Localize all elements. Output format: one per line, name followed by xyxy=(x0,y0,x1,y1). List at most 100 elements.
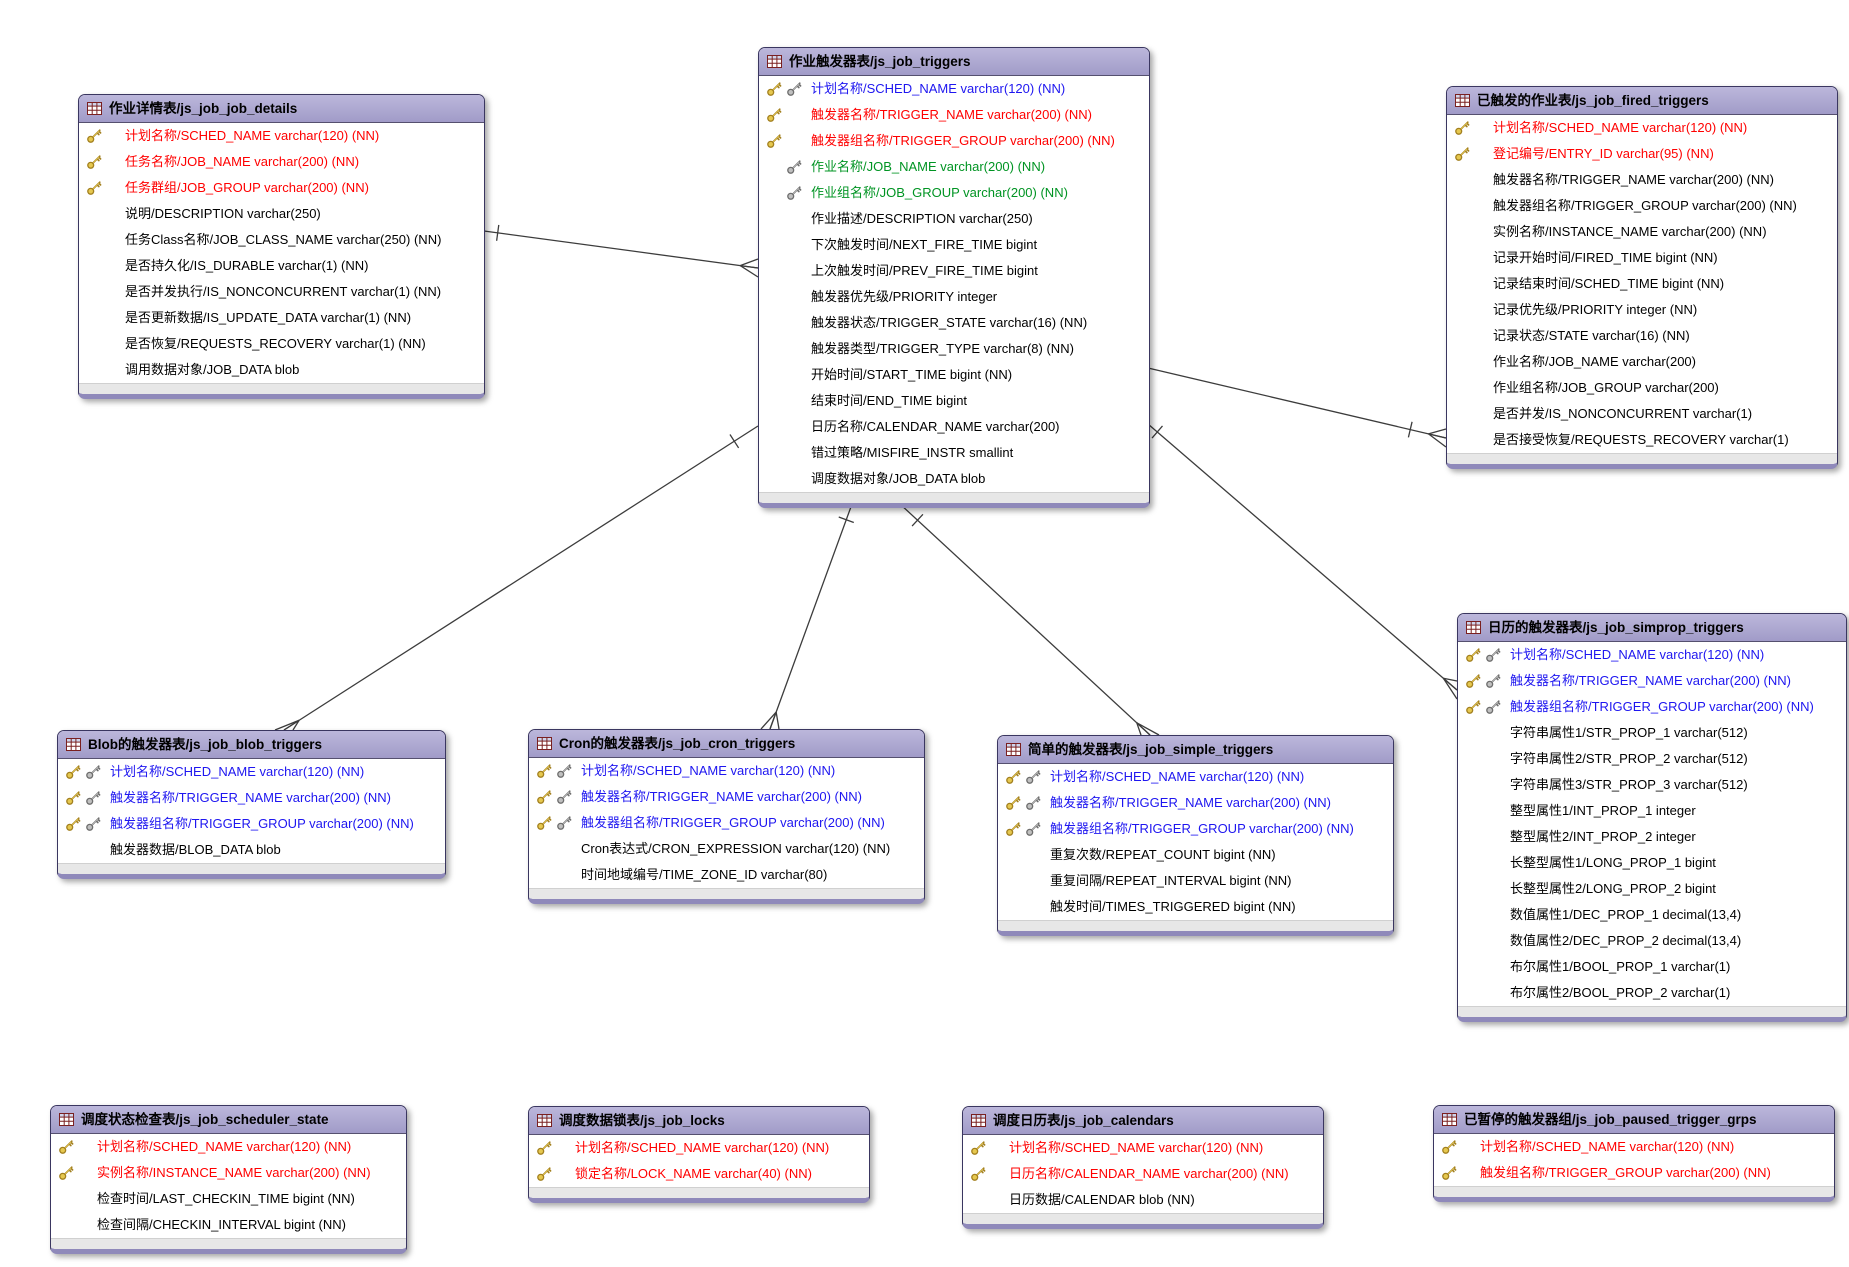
table-field-row[interactable]: 字符串属性2/STR_PROP_2 varchar(512) xyxy=(1458,746,1846,772)
table-field-row[interactable]: 作业描述/DESCRIPTION varchar(250) xyxy=(759,206,1149,232)
table-field-row[interactable]: 实例名称/INSTANCE_NAME varchar(200) (NN) xyxy=(51,1160,406,1186)
table-field-row[interactable]: 时间地域编号/TIME_ZONE_ID varchar(80) xyxy=(529,862,924,888)
table-field-row[interactable]: 触发器名称/TRIGGER_NAME varchar(200) (NN) xyxy=(529,784,924,810)
table-field-row[interactable]: 触发器组名称/TRIGGER_GROUP varchar(200) (NN) xyxy=(759,128,1149,154)
table-field-row[interactable]: 整型属性1/INT_PROP_1 integer xyxy=(1458,798,1846,824)
table-field-row[interactable]: 调度数据对象/JOB_DATA blob xyxy=(759,466,1149,492)
table-field-row[interactable]: 触发器名称/TRIGGER_NAME varchar(200) (NN) xyxy=(759,102,1149,128)
table-field-row[interactable]: 触发器组名称/TRIGGER_GROUP varchar(200) (NN) xyxy=(58,811,445,837)
table-field-row[interactable]: 长整型属性1/LONG_PROP_1 bigint xyxy=(1458,850,1846,876)
table-field-row[interactable]: 计划名称/SCHED_NAME varchar(120) (NN) xyxy=(529,758,924,784)
table-field-row[interactable]: 触发时间/TIMES_TRIGGERED bigint (NN) xyxy=(998,894,1393,920)
table-field-row[interactable]: 记录状态/STATE varchar(16) (NN) xyxy=(1447,323,1837,349)
table-header[interactable]: 简单的触发器表/js_job_simple_triggers xyxy=(998,736,1393,764)
table-field-row[interactable]: 检查间隔/CHECKIN_INTERVAL bigint (NN) xyxy=(51,1212,406,1238)
table-field-row[interactable]: 计划名称/SCHED_NAME varchar(120) (NN) xyxy=(58,759,445,785)
table-field-row[interactable]: 触发器名称/TRIGGER_NAME varchar(200) (NN) xyxy=(998,790,1393,816)
table-field-row[interactable]: 计划名称/SCHED_NAME varchar(120) (NN) xyxy=(963,1135,1323,1161)
table-field-row[interactable]: 触发器名称/TRIGGER_NAME varchar(200) (NN) xyxy=(1458,668,1846,694)
table-field-row[interactable]: 计划名称/SCHED_NAME varchar(120) (NN) xyxy=(51,1134,406,1160)
table-field-row[interactable]: 作业名称/JOB_NAME varchar(200) (NN) xyxy=(759,154,1149,180)
table-header[interactable]: Blob的触发器表/js_job_blob_triggers xyxy=(58,731,445,759)
table-field-row[interactable]: 任务名称/JOB_NAME varchar(200) (NN) xyxy=(79,149,484,175)
table-header[interactable]: 日历的触发器表/js_job_simprop_triggers xyxy=(1458,614,1846,642)
table-field-row[interactable]: Cron表达式/CRON_EXPRESSION varchar(120) (NN… xyxy=(529,836,924,862)
table-field-row[interactable]: 触发器名称/TRIGGER_NAME varchar(200) (NN) xyxy=(1447,167,1837,193)
table-field-row[interactable]: 作业名称/JOB_NAME varchar(200) xyxy=(1447,349,1837,375)
table-field-row[interactable]: 数值属性1/DEC_PROP_1 decimal(13,4) xyxy=(1458,902,1846,928)
table-field-row[interactable]: 触发器类型/TRIGGER_TYPE varchar(8) (NN) xyxy=(759,336,1149,362)
table-field-row[interactable]: 任务群组/JOB_GROUP varchar(200) (NN) xyxy=(79,175,484,201)
table-field-row[interactable]: 计划名称/SCHED_NAME varchar(120) (NN) xyxy=(79,123,484,149)
table-field-row[interactable]: 字符串属性3/STR_PROP_3 varchar(512) xyxy=(1458,772,1846,798)
table-field-row[interactable]: 日历名称/CALENDAR_NAME varchar(200) xyxy=(759,414,1149,440)
table-field-row[interactable]: 开始时间/START_TIME bigint (NN) xyxy=(759,362,1149,388)
table-field-row[interactable]: 触发器名称/TRIGGER_NAME varchar(200) (NN) xyxy=(58,785,445,811)
table-field-row[interactable]: 触发器组名称/TRIGGER_GROUP varchar(200) (NN) xyxy=(998,816,1393,842)
table-header[interactable]: 作业详情表/js_job_job_details xyxy=(79,95,484,123)
table-header[interactable]: 已触发的作业表/js_job_fired_triggers xyxy=(1447,87,1837,115)
table-header[interactable]: 调度状态检查表/js_job_scheduler_state xyxy=(51,1106,406,1134)
table-field-row[interactable]: 记录结束时间/SCHED_TIME bigint (NN) xyxy=(1447,271,1837,297)
table-field-row[interactable]: 说明/DESCRIPTION varchar(250) xyxy=(79,201,484,227)
table-field-row[interactable]: 日历名称/CALENDAR_NAME varchar(200) (NN) xyxy=(963,1161,1323,1187)
table-field-row[interactable]: 长整型属性2/LONG_PROP_2 bigint xyxy=(1458,876,1846,902)
table-field-row[interactable]: 计划名称/SCHED_NAME varchar(120) (NN) xyxy=(998,764,1393,790)
table-field-row[interactable]: 布尔属性2/BOOL_PROP_2 varchar(1) xyxy=(1458,980,1846,1006)
table-field-row[interactable]: 触发器优先级/PRIORITY integer xyxy=(759,284,1149,310)
table-field-row[interactable]: 触发器组名称/TRIGGER_GROUP varchar(200) (NN) xyxy=(1447,193,1837,219)
table-field-row[interactable]: 结束时间/END_TIME bigint xyxy=(759,388,1149,414)
table-field-row[interactable]: 记录优先级/PRIORITY integer (NN) xyxy=(1447,297,1837,323)
table-field-row[interactable]: 是否持久化/IS_DURABLE varchar(1) (NN) xyxy=(79,253,484,279)
table-field-row[interactable]: 是否并发执行/IS_NONCONCURRENT varchar(1) (NN) xyxy=(79,279,484,305)
table-field-row[interactable]: 数值属性2/DEC_PROP_2 decimal(13,4) xyxy=(1458,928,1846,954)
table-field-row[interactable]: 整型属性2/INT_PROP_2 integer xyxy=(1458,824,1846,850)
table-field-row[interactable]: 计划名称/SCHED_NAME varchar(120) (NN) xyxy=(1434,1134,1834,1160)
table-field-row[interactable]: 计划名称/SCHED_NAME varchar(120) (NN) xyxy=(759,76,1149,102)
table-field-row[interactable]: 重复间隔/REPEAT_INTERVAL bigint (NN) xyxy=(998,868,1393,894)
table-field-row[interactable]: 作业组名称/JOB_GROUP varchar(200) xyxy=(1447,375,1837,401)
table-field-row[interactable]: 锁定名称/LOCK_NAME varchar(40) (NN) xyxy=(529,1161,869,1187)
table-field-row[interactable]: 调用数据对象/JOB_DATA blob xyxy=(79,357,484,383)
table-field-row[interactable]: 计划名称/SCHED_NAME varchar(120) (NN) xyxy=(1458,642,1846,668)
table-field-row[interactable]: 触发器组名称/TRIGGER_GROUP varchar(200) (NN) xyxy=(529,810,924,836)
table-field-row[interactable]: 触发组名称/TRIGGER_GROUP varchar(200) (NN) xyxy=(1434,1160,1834,1186)
table-field-row[interactable]: 日历数据/CALENDAR blob (NN) xyxy=(963,1187,1323,1213)
table-field-row[interactable]: 重复次数/REPEAT_COUNT bigint (NN) xyxy=(998,842,1393,868)
table-field-row[interactable]: 是否并发/IS_NONCONCURRENT varchar(1) xyxy=(1447,401,1837,427)
table-field-row[interactable]: 计划名称/SCHED_NAME varchar(120) (NN) xyxy=(529,1135,869,1161)
table-header[interactable]: 调度日历表/js_job_calendars xyxy=(963,1107,1323,1135)
table-field-row[interactable]: 检查时间/LAST_CHECKIN_TIME bigint (NN) xyxy=(51,1186,406,1212)
table-field-row[interactable]: 计划名称/SCHED_NAME varchar(120) (NN) xyxy=(1447,115,1837,141)
table-header[interactable]: 作业触发器表/js_job_triggers xyxy=(759,48,1149,76)
table-field-row[interactable]: 触发器状态/TRIGGER_STATE varchar(16) (NN) xyxy=(759,310,1149,336)
table-field-row[interactable]: 实例名称/INSTANCE_NAME varchar(200) (NN) xyxy=(1447,219,1837,245)
table-field-row[interactable]: 布尔属性1/BOOL_PROP_1 varchar(1) xyxy=(1458,954,1846,980)
table-field-row[interactable]: 作业组名称/JOB_GROUP varchar(200) (NN) xyxy=(759,180,1149,206)
table-header[interactable]: 已暂停的触发器组/js_job_paused_trigger_grps xyxy=(1434,1106,1834,1134)
table-field-row[interactable]: 登记编号/ENTRY_ID varchar(95) (NN) xyxy=(1447,141,1837,167)
table-field-row[interactable]: 是否恢复/REQUESTS_RECOVERY varchar(1) (NN) xyxy=(79,331,484,357)
table-header[interactable]: Cron的触发器表/js_job_cron_triggers xyxy=(529,730,924,758)
table-field-row[interactable]: 触发器数据/BLOB_DATA blob xyxy=(58,837,445,863)
table-field-row[interactable]: 任务Class名称/JOB_CLASS_NAME varchar(250) (N… xyxy=(79,227,484,253)
table-field-row[interactable]: 字符串属性1/STR_PROP_1 varchar(512) xyxy=(1458,720,1846,746)
table-field-row[interactable]: 下次触发时间/NEXT_FIRE_TIME bigint xyxy=(759,232,1149,258)
table-header[interactable]: 调度数据锁表/js_job_locks xyxy=(529,1107,869,1135)
table-field-row[interactable]: 触发器组名称/TRIGGER_GROUP varchar(200) (NN) xyxy=(1458,694,1846,720)
table-field-row[interactable]: 错过策略/MISFIRE_INSTR smallint xyxy=(759,440,1149,466)
table-field-row[interactable]: 上次触发时间/PREV_FIRE_TIME bigint xyxy=(759,258,1149,284)
table-field-row[interactable]: 是否更新数据/IS_UPDATE_DATA varchar(1) (NN) xyxy=(79,305,484,331)
table-field-row[interactable]: 是否接受恢复/REQUESTS_RECOVERY varchar(1) xyxy=(1447,427,1837,453)
